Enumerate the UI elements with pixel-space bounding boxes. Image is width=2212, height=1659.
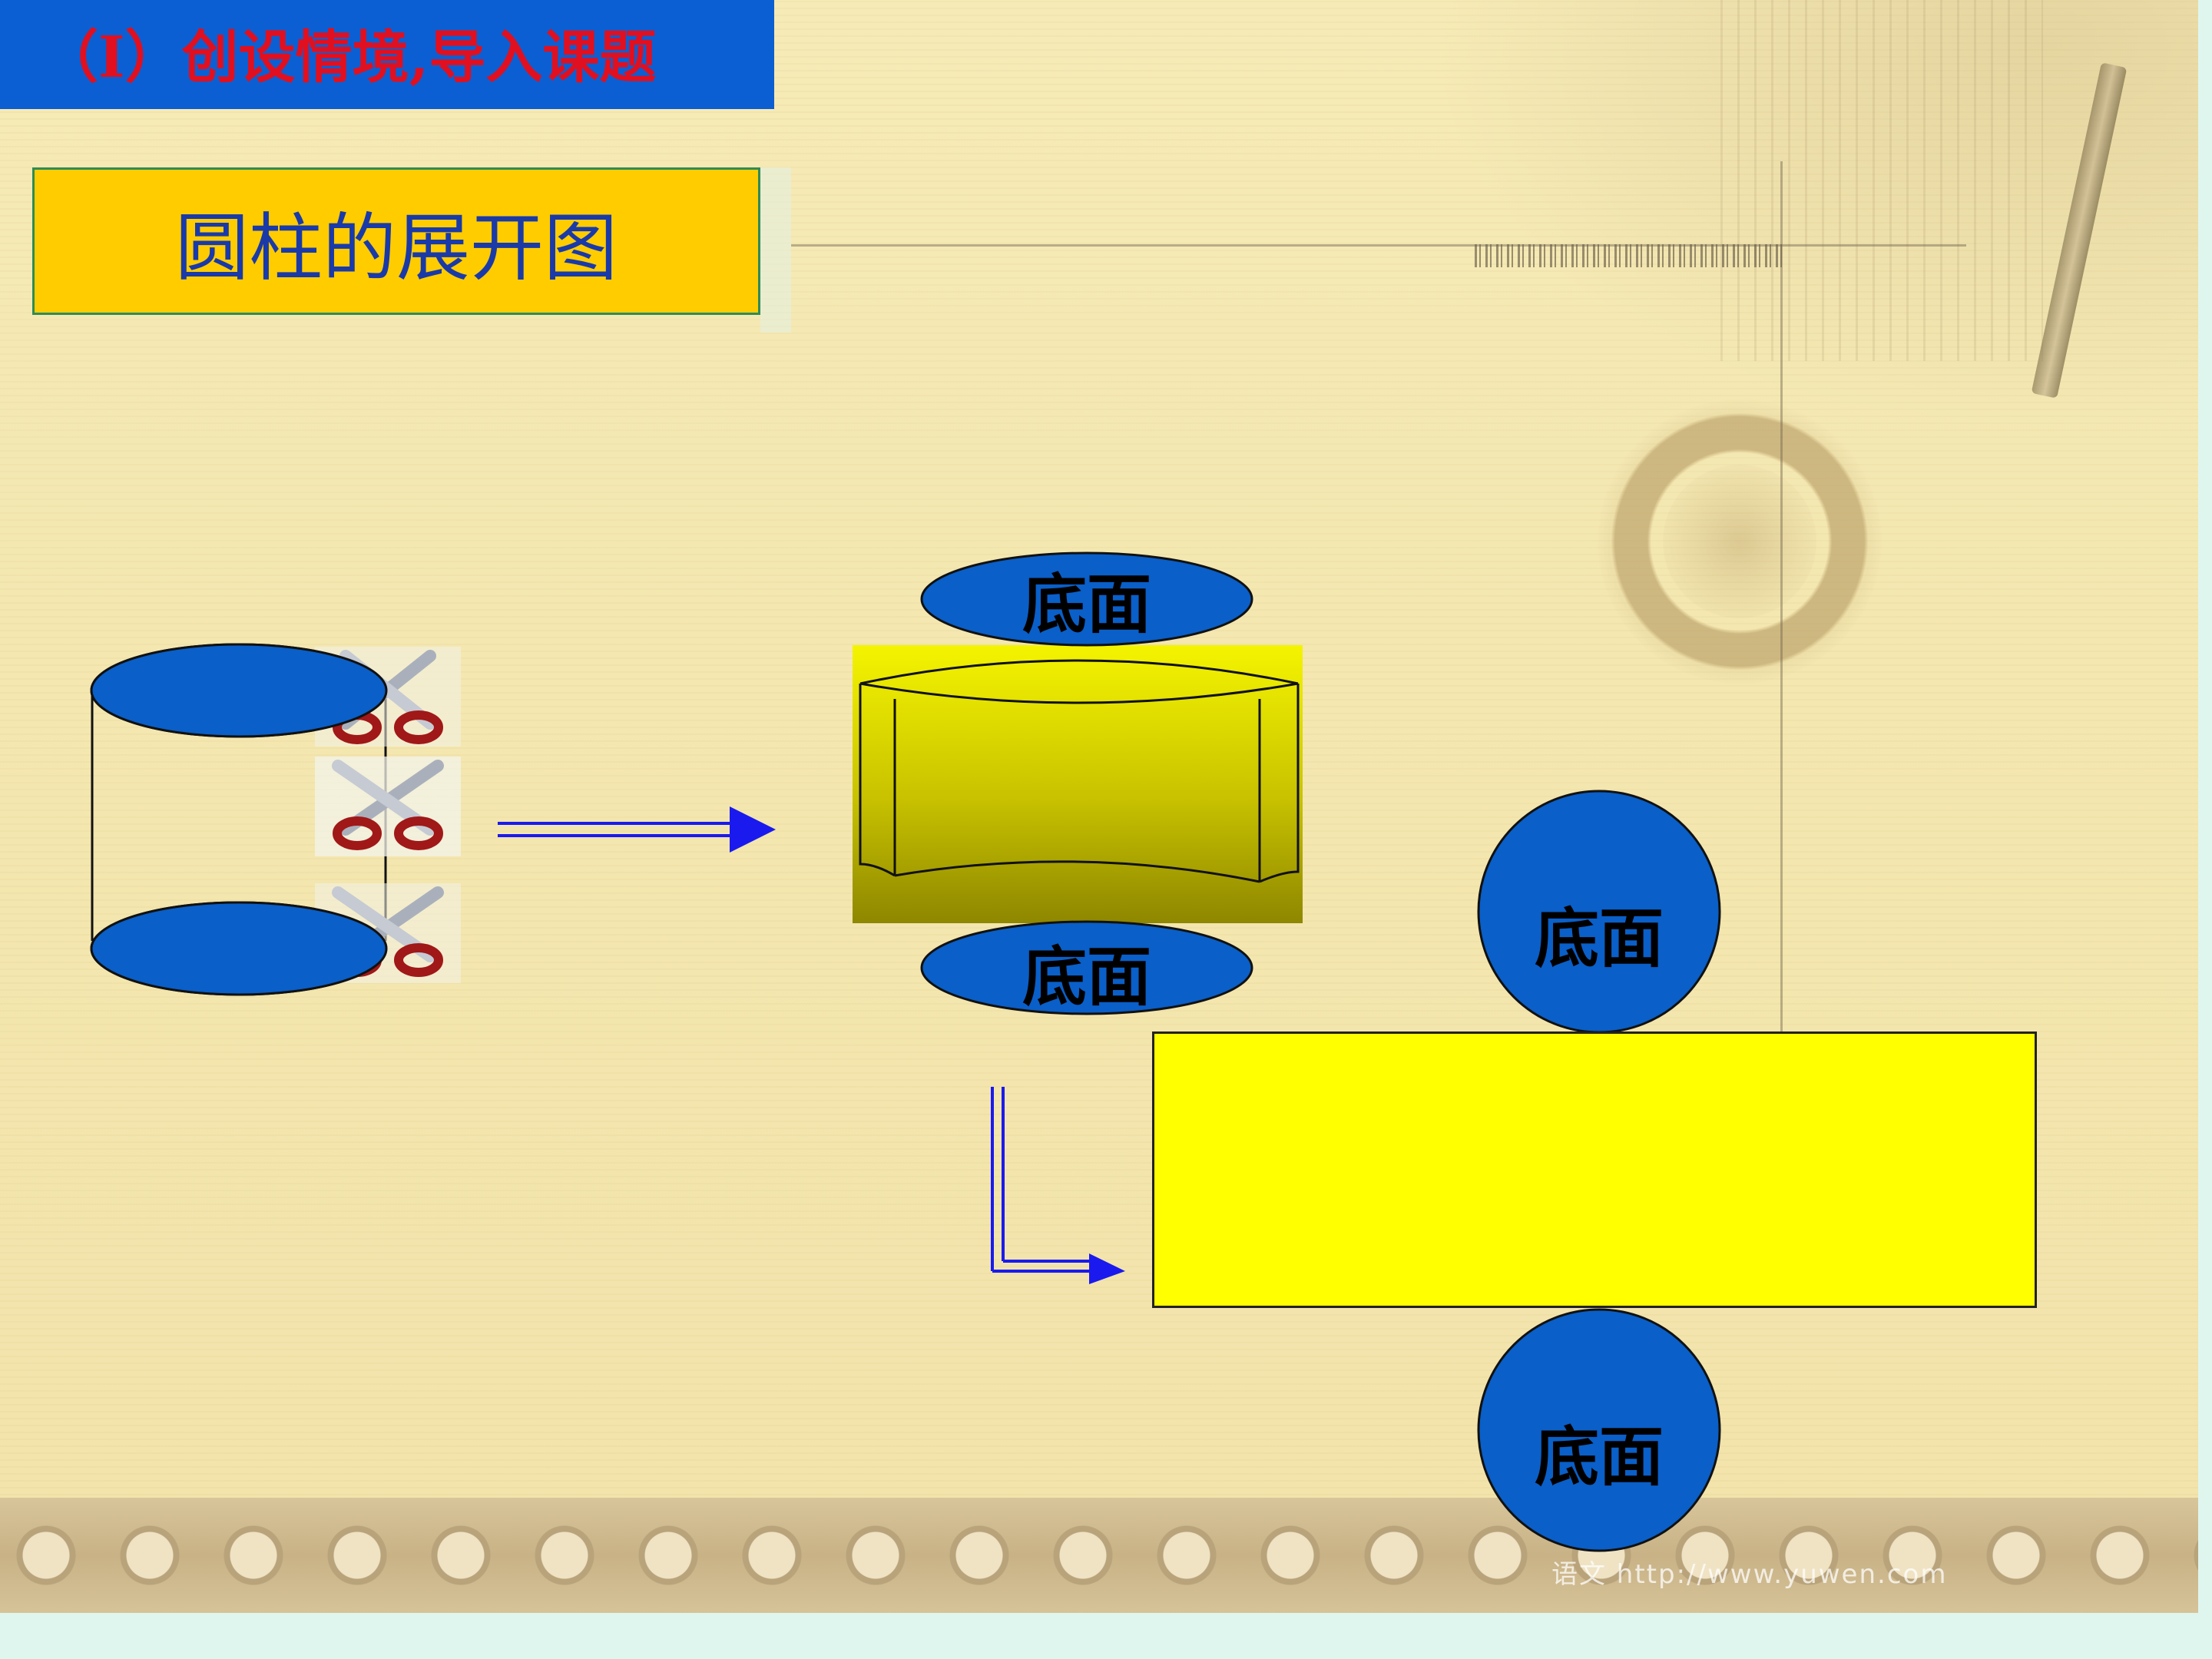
net-top-circle-label: 底面	[1534, 899, 1664, 976]
subtitle-shadow	[760, 167, 791, 333]
seal-decoration	[1598, 399, 1882, 684]
net-bottom-circle-label: 底面	[1534, 1418, 1664, 1495]
bottom-base-label: 底面	[1022, 938, 1151, 1015]
cylinder-bottom-base	[90, 901, 388, 996]
subtitle-box: 圆柱的展开图	[32, 167, 760, 315]
arrow-corner-icon	[991, 1087, 1125, 1284]
subtitle-text: 圆柱的展开图	[175, 204, 618, 291]
unrolling-lateral-surface	[853, 645, 1303, 923]
watermark: 语文 http://www.yuwen.com	[1551, 1559, 1948, 1590]
header-bar: （Ⅰ）创设情境,导入课题	[0, 0, 774, 109]
top-base-label: 底面	[1022, 565, 1151, 642]
cylinder-net-diagram	[90, 551, 1721, 1552]
top-base-ellipse	[920, 551, 1253, 647]
background-guide-line	[1780, 161, 1783, 1129]
arrow-right-icon	[498, 806, 776, 853]
net-lateral-rectangle	[1152, 1031, 2037, 1308]
scissors-icon	[315, 757, 461, 856]
seal-dragon-decoration	[1663, 465, 1816, 618]
net-bottom-circle	[1477, 1308, 1721, 1552]
cylinder-top-base	[90, 643, 388, 738]
background-guide-line	[791, 244, 1966, 247]
decorative-bottom-border	[0, 1498, 2198, 1613]
background-scroll	[1720, 0, 2043, 361]
slide: 语文 http://www.yuwen.com （Ⅰ）创设情境,导入课题 圆柱的…	[0, 0, 2198, 1613]
background-barcode	[1475, 244, 1782, 267]
header-title: （Ⅰ）创设情境,导入课题	[41, 25, 657, 91]
bottom-base-ellipse	[920, 920, 1253, 1015]
